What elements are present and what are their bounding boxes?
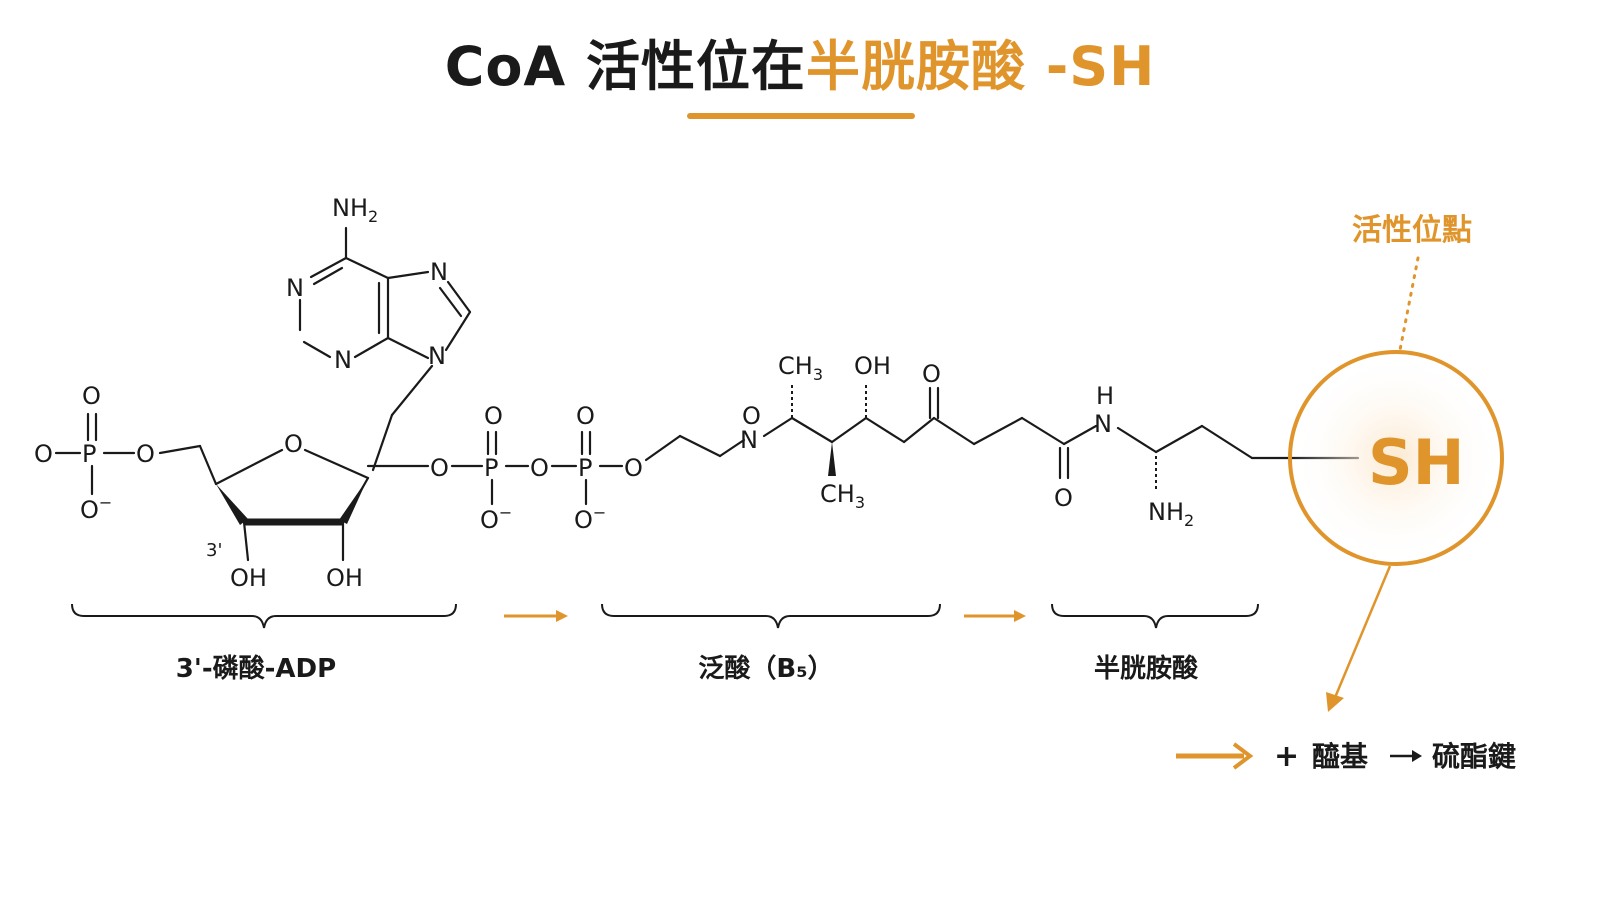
adenine-group: NH2 N N N N [286,194,472,472]
ribose-ring: O 3' OH OH [206,430,430,592]
adenine-n1: N [286,274,304,302]
chain-amide-h: H [1096,382,1114,410]
active-site-group-text: SH [1368,426,1465,499]
pyro-o-top-1: O [484,402,503,430]
chain-keto-o: O [922,360,941,388]
active-site-group: 活性位點 SH [1288,213,1504,712]
ribose-o: O [284,430,303,458]
phosphate-p: P [82,440,96,468]
pyro-o-top-2: O [576,402,595,430]
pyro-p-1: P [484,454,498,482]
chain-n-1: N [740,426,758,454]
pyro-o-minus-2: O− [574,503,606,534]
ribose-oh-2: OH [326,564,363,592]
phosphate-o-left: O [34,440,53,468]
adenine-n9: N [428,342,446,370]
page-title: CoA 活性位在半胱胺酸 -SH [0,22,1600,101]
reaction-product: 硫酯鍵 [1432,740,1516,773]
pantothenate-chain: N O CH3 CH3 OH O O H N [644,352,1114,512]
segment-braces: 3'-磷酸-ADP 泛酸（B₅） 半胱胺酸 [71,603,1259,684]
ribose-oh-3: OH [230,564,267,592]
title-accent: 半胱胺酸 -SH [806,35,1156,98]
pyro-o-3: O [624,454,643,482]
chain-o-1: O [742,402,761,430]
active-site-label: 活性位點 [1352,213,1472,248]
pyro-p-2: P [578,454,592,482]
reaction-summary: + 醯基 硫酯鍵 [1176,739,1516,774]
chain-methyl-bottom: CH3 [820,480,865,512]
phosphate-o-top: O [82,382,101,410]
chain-oh: OH [854,352,891,380]
phosphate-o-bridge: O [136,440,155,468]
reaction-plus: + [1274,739,1299,774]
adenine-n7: N [430,258,448,286]
active-site-circle [1288,350,1504,566]
three-prime-label: 3' [206,540,222,561]
segment-label-cysteine: 半胱胺酸 [1094,654,1199,684]
phosphate-o-minus: O− [80,493,112,524]
cys-amine: NH2 [1148,498,1194,530]
title-main: CoA 活性位在 [444,35,807,98]
three-prime-phosphate: O O P O O− [34,382,218,524]
segment-label-adp: 3'-磷酸-ADP [176,654,336,684]
adenine-amine: NH2 [332,194,378,226]
pyro-o-1: O [430,454,449,482]
pyrophosphate: O P O O− O P O O− O [430,402,643,534]
adenine-n3: N [334,346,352,374]
pyro-o-2: O [530,454,549,482]
chain-amide-n: N [1094,410,1112,438]
cysteine-part: NH2 [1116,424,1360,530]
chain-amide-o: O [1054,484,1073,512]
segment-label-pantothenate: 泛酸（B₅） [698,654,833,684]
chain-methyl-top: CH3 [778,352,823,384]
reaction-acyl: 醯基 [1312,740,1368,773]
pyro-o-minus-1: O− [480,503,512,534]
